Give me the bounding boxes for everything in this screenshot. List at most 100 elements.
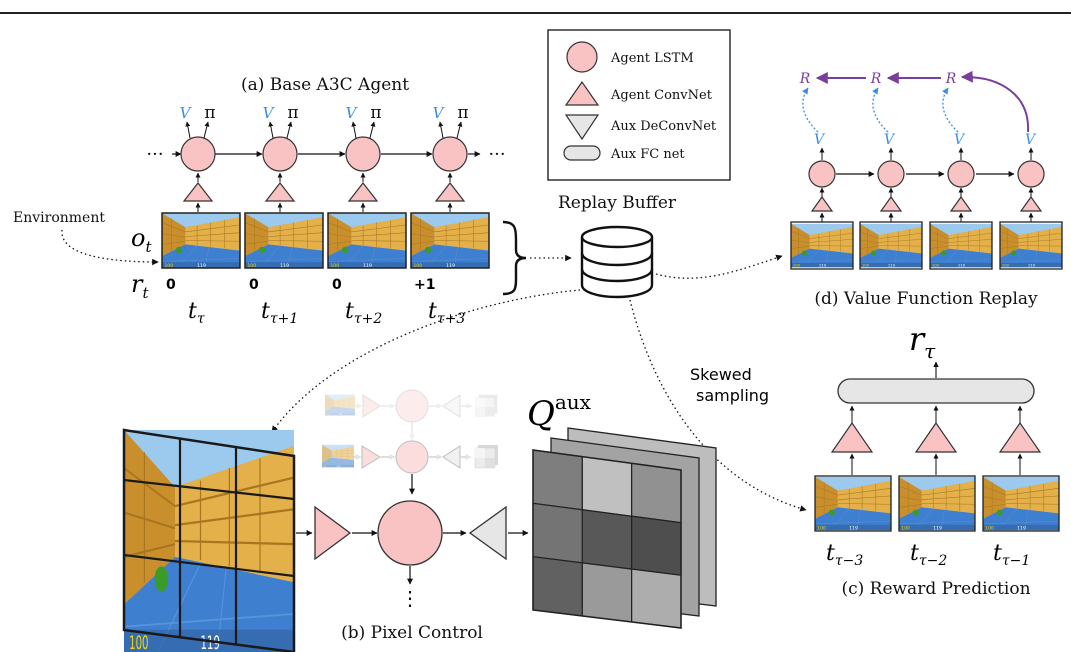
q-aux-cell xyxy=(532,502,583,564)
q-aux-cell xyxy=(631,515,682,577)
value-label: V xyxy=(346,104,359,122)
return-label: R xyxy=(870,71,882,87)
lstm-node xyxy=(262,136,298,172)
legend-convnet-icon xyxy=(564,80,600,106)
legend-lstm-icon xyxy=(566,41,598,73)
reward-value-3: 0 xyxy=(332,277,342,293)
panel-d-value-function-replay: R R R V V V V xyxy=(790,70,1063,309)
lstm-node xyxy=(808,160,836,188)
q-aux-cell xyxy=(631,568,682,629)
lstm-node xyxy=(877,160,905,188)
panel-c-reward-prediction: rτ tτ−3 tτ−2 tτ−1 (c) Reward Prediction xyxy=(814,320,1060,599)
reward-value-1: 0 xyxy=(166,277,176,293)
lstm-node xyxy=(947,160,975,188)
observation-frame xyxy=(899,476,975,531)
lstm-node xyxy=(377,500,443,566)
panel-b-title: (b) Pixel Control xyxy=(341,623,483,643)
q-aux-cell xyxy=(532,449,583,511)
top-rule xyxy=(0,12,1071,14)
observation-frame xyxy=(860,223,922,268)
time-label-c-3: tτ−1 xyxy=(993,541,1030,569)
lstm-node xyxy=(345,136,381,172)
legend-fcnet-icon xyxy=(563,145,601,161)
faded-history xyxy=(325,389,498,441)
value-label: V xyxy=(263,104,276,122)
policy-label: π xyxy=(287,103,298,123)
panel-a-base-a3c-agent: (a) Base A3C Agent ··· ··· V π V π xyxy=(13,75,572,327)
convnet-triangle xyxy=(830,421,874,453)
value-label: V xyxy=(884,132,896,148)
observation-frame xyxy=(411,213,489,268)
value-label: V xyxy=(954,132,966,148)
legend-deconvnet-label: Aux DeConvNet xyxy=(610,119,717,134)
brace xyxy=(502,220,527,296)
policy-label: π xyxy=(204,103,215,123)
panel-b-pixel-control: ⋮ Qaux (b) Pixel Control xyxy=(122,389,717,652)
replay-buffer-title: Replay Buffer xyxy=(558,193,677,213)
faded-step xyxy=(322,440,499,474)
convnet-triangle xyxy=(1019,195,1043,212)
skewed-sampling-label: Skewed sampling xyxy=(690,365,769,405)
time-label-c-2: tτ−2 xyxy=(910,541,947,569)
observation-frame xyxy=(245,213,323,268)
time-label-2: tτ+1 xyxy=(261,299,298,327)
q-aux-cell xyxy=(532,555,583,617)
observation-frame xyxy=(328,213,406,268)
a3c-step-4: V π xyxy=(410,103,490,269)
policy-label: π xyxy=(370,103,381,123)
aux-fc-net xyxy=(837,378,1035,404)
lstm-node xyxy=(1017,160,1045,188)
value-label: V xyxy=(814,132,826,148)
time-label-4: tτ+3 xyxy=(428,299,465,327)
legend-fcnet-label: Aux FC net xyxy=(610,147,685,162)
convnet-triangle xyxy=(264,182,296,202)
reward-value-4: +1 xyxy=(414,277,435,293)
q-aux-stack xyxy=(532,427,717,629)
chain-ellipsis-right: ··· xyxy=(488,144,505,165)
observation-frame xyxy=(1000,223,1062,268)
reward-value-2: 0 xyxy=(249,277,259,293)
convnet-triangle xyxy=(182,182,214,202)
a3c-step-1: V π xyxy=(161,103,241,269)
q-aux-label: Qaux xyxy=(527,390,592,434)
convnet-triangle xyxy=(914,421,958,453)
convnet-triangle xyxy=(347,182,379,202)
convnet-triangle xyxy=(949,195,973,212)
a3c-step-3: V π xyxy=(327,103,407,269)
pixel-control-input-frame xyxy=(122,428,296,652)
observation-frame xyxy=(162,213,240,268)
return-label: R xyxy=(945,71,957,87)
environment-label: Environment xyxy=(13,210,105,226)
legend: Agent LSTM Agent ConvNet Aux DeConvNet A… xyxy=(547,29,731,181)
deconvnet-triangle xyxy=(468,505,507,561)
a3c-step-2: V π xyxy=(244,103,324,269)
q-aux-cell xyxy=(581,562,633,623)
convnet-triangle xyxy=(434,182,466,202)
observation-frame xyxy=(983,476,1059,531)
reward-target-label: rτ xyxy=(909,320,936,363)
convnet-triangle xyxy=(998,421,1042,453)
database-icon xyxy=(580,225,654,299)
q-aux-cell xyxy=(631,462,682,524)
value-label: V xyxy=(1025,132,1037,148)
convnet-triangle xyxy=(314,505,352,561)
return-label: R xyxy=(799,71,811,87)
value-label: V xyxy=(433,104,446,122)
value-label: V xyxy=(180,104,193,122)
legend-convnet-label: Agent ConvNet xyxy=(610,88,713,103)
panel-c-title: (c) Reward Prediction xyxy=(841,579,1030,599)
chain-ellipsis-left: ··· xyxy=(146,144,163,165)
convnet-triangle xyxy=(879,195,903,212)
legend-lstm-label: Agent LSTM xyxy=(610,51,694,66)
replay-buffer: Replay Buffer Skewed sampling xyxy=(271,193,807,512)
observation-frame xyxy=(815,476,891,531)
time-label-1: tτ xyxy=(188,299,205,327)
time-label-c-1: tτ−3 xyxy=(826,541,863,569)
panel-d-title: (d) Value Function Replay xyxy=(814,289,1038,309)
q-aux-grid xyxy=(532,449,682,629)
panel-a-title: (a) Base A3C Agent xyxy=(241,75,409,95)
reward-label: rt xyxy=(131,270,149,302)
lstm-node xyxy=(180,136,216,172)
legend-deconvnet-icon xyxy=(564,114,600,141)
